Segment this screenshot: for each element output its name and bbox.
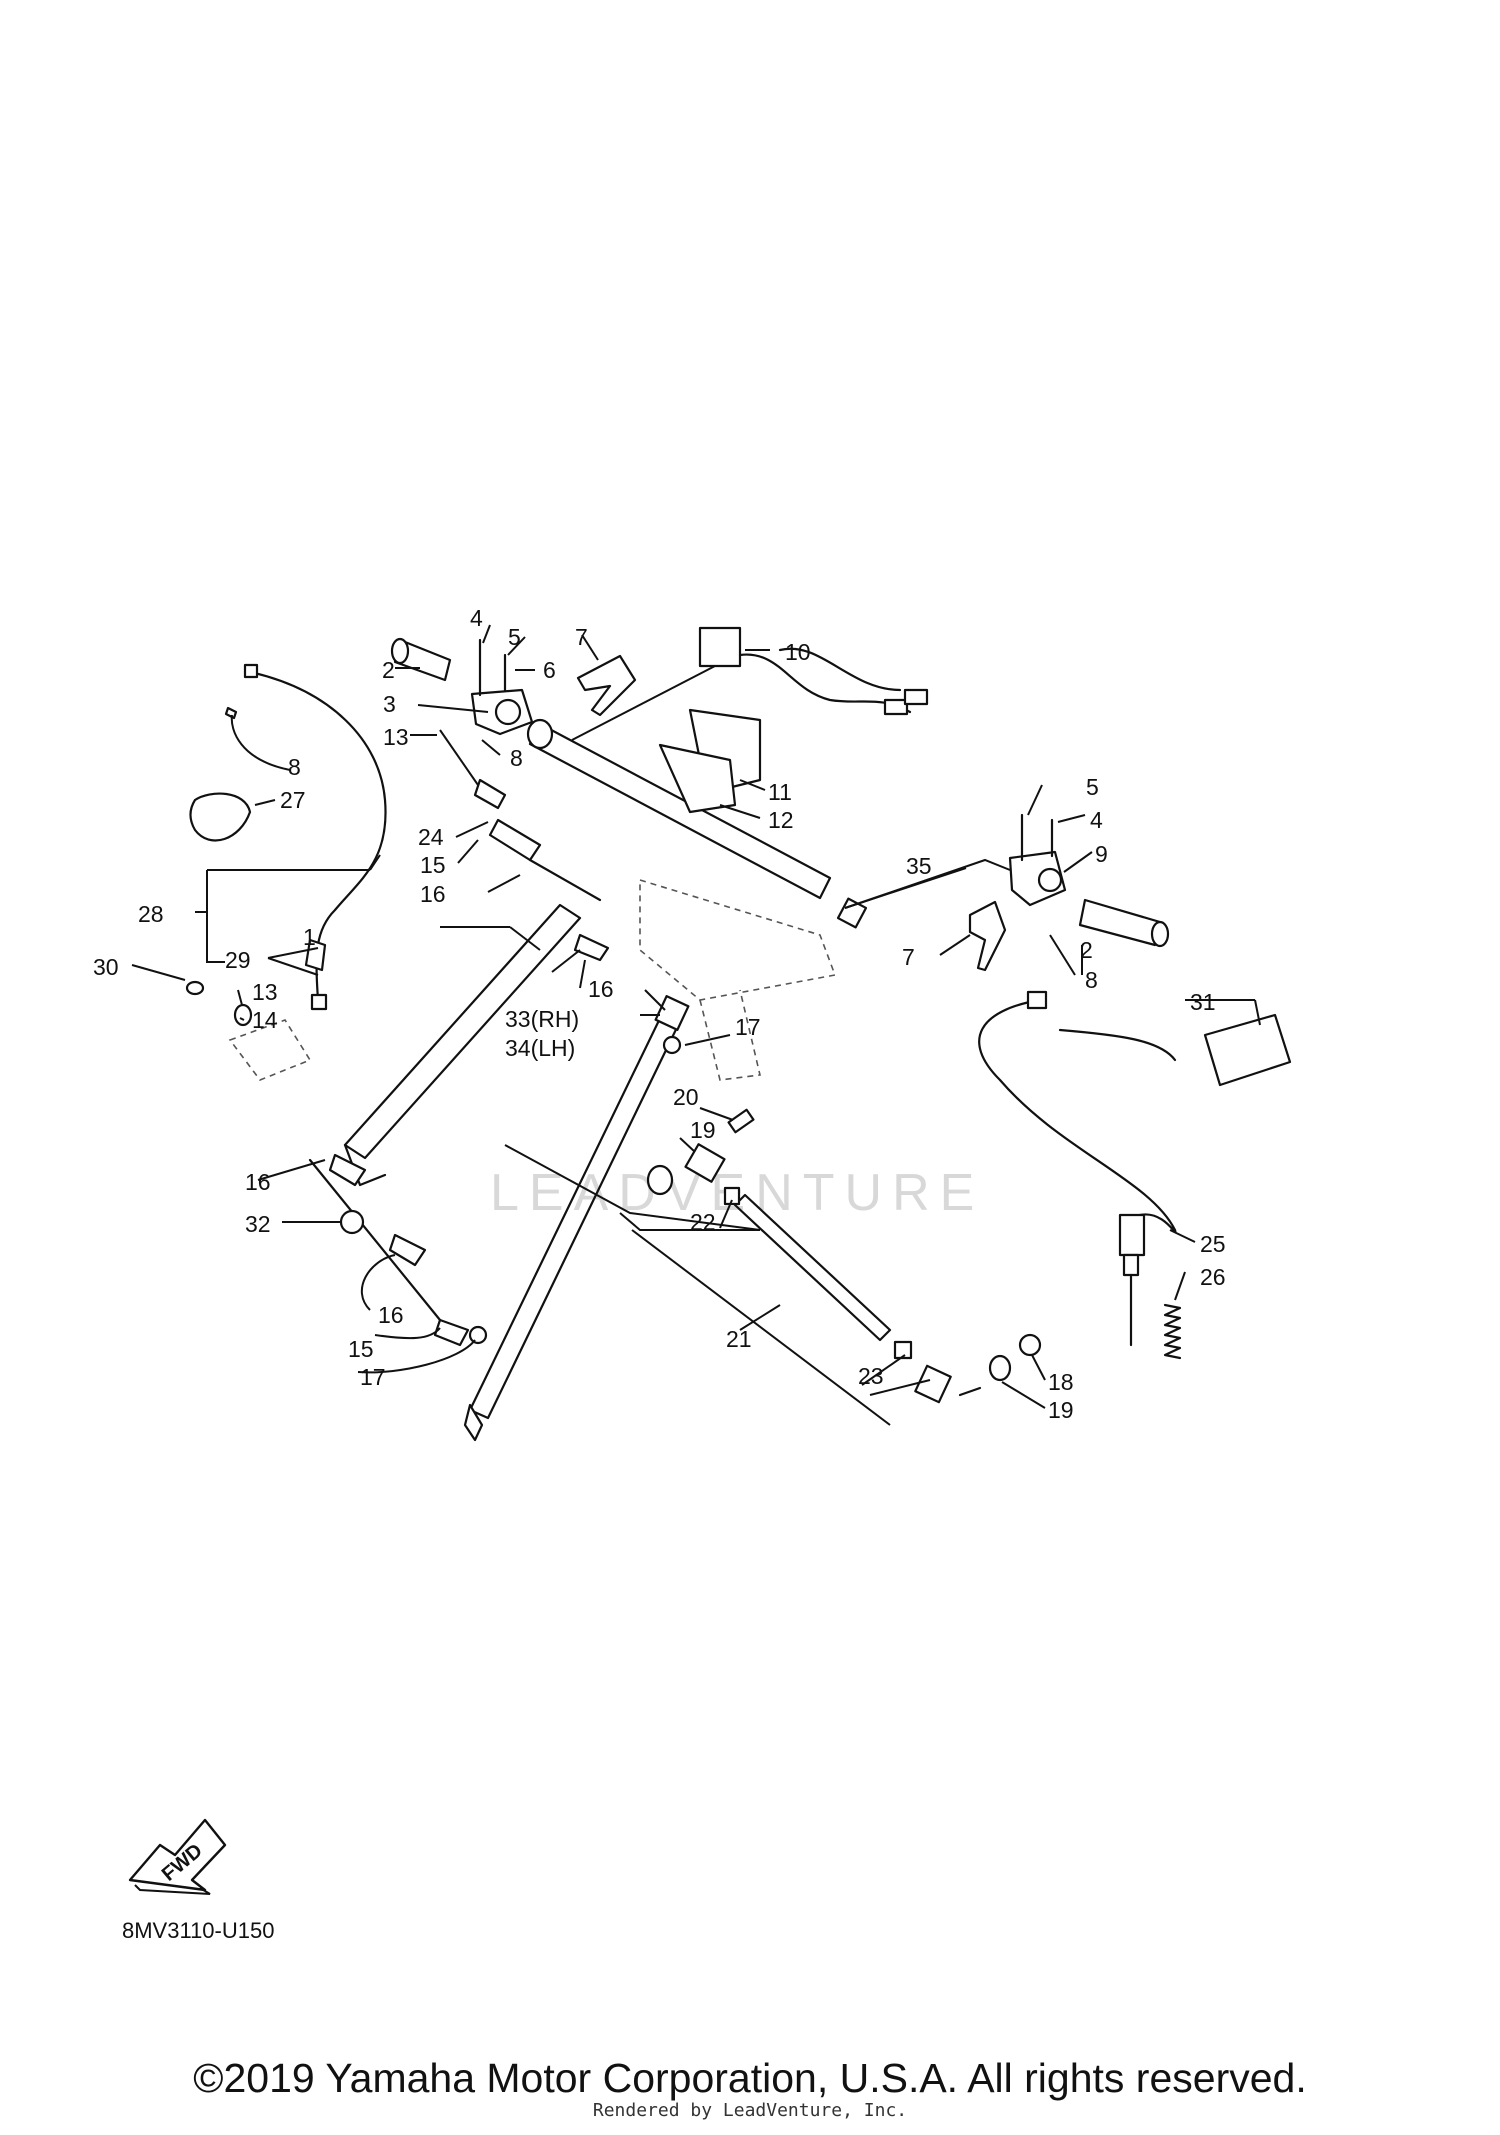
callout-31: 31: [1190, 989, 1216, 1015]
callout-15-bottom: 15: [348, 1336, 374, 1362]
callout-17-bottom: 17: [360, 1364, 386, 1390]
callout-14: 14: [252, 1007, 278, 1033]
callout-1: 1: [303, 924, 316, 950]
callout-8-right: 8: [1085, 967, 1098, 993]
callout-21: 21: [726, 1326, 752, 1352]
callout-8-center: 8: [510, 745, 523, 771]
callout-2-left: 2: [382, 657, 395, 683]
callout-4-left: 4: [470, 605, 483, 631]
callout-5-right: 5: [1086, 774, 1099, 800]
callout-18: 18: [1048, 1369, 1074, 1395]
callout-13-top: 13: [383, 724, 409, 750]
callout-17-center: 17: [735, 1014, 761, 1040]
callout-3: 3: [383, 691, 396, 717]
callout-16-bottom: 16: [378, 1302, 404, 1328]
callout-34-lh: 34(LH): [505, 1035, 575, 1061]
callout-32: 32: [245, 1211, 271, 1237]
callout-28: 28: [138, 901, 164, 927]
callout-19-bottom: 19: [1048, 1397, 1074, 1423]
callout-33-rh: 33(RH): [505, 1006, 579, 1032]
callout-13-left: 13: [252, 979, 278, 1005]
callout-15-top: 15: [420, 852, 446, 878]
callout-23: 23: [858, 1363, 884, 1389]
callout-25: 25: [1200, 1231, 1226, 1257]
fwd-arrow-icon: FWD: [128, 1818, 227, 1895]
diagram-code: 8MV3110-U150: [122, 1918, 275, 1943]
handlebar-assembly-art: [390, 626, 1170, 972]
callout-27: 27: [280, 787, 306, 813]
steering-column-art: [185, 778, 837, 1442]
callout-35: 35: [906, 853, 932, 879]
callout-16-left: 16: [245, 1169, 271, 1195]
callout-2-right: 2: [1080, 937, 1093, 963]
callout-4-right: 4: [1090, 807, 1103, 833]
callout-6: 6: [543, 657, 556, 683]
callout-10: 10: [785, 639, 811, 665]
callout-8-left: 8: [288, 754, 301, 780]
rendered-by-notice: Rendered by LeadVenture, Inc.: [592, 2100, 908, 2121]
callout-19-center: 19: [690, 1117, 716, 1143]
callout-7-right: 7: [902, 944, 915, 970]
callout-26: 26: [1200, 1264, 1226, 1290]
cables-art: [189, 663, 1292, 1360]
callout-20: 20: [673, 1084, 699, 1110]
callout-7-top: 7: [575, 624, 588, 650]
callout-24: 24: [418, 824, 444, 850]
callout-22: 22: [690, 1209, 716, 1235]
callout-29: 29: [225, 947, 251, 973]
callout-11: 11: [768, 779, 792, 805]
leader-lines: [131, 624, 1261, 1426]
callout-labels: 1 2 2 3 4 4 5 5 6 7 7 8 8 8 9 10 11 12 1…: [93, 605, 1226, 1423]
callout-16-top: 16: [420, 881, 446, 907]
callout-16-center: 16: [588, 976, 614, 1002]
tie-rod-art: [646, 1108, 1042, 1404]
callout-5-left: 5: [508, 624, 521, 650]
callout-12: 12: [768, 807, 794, 833]
copyright-notice: ©2019 Yamaha Motor Corporation, U.S.A. A…: [193, 2055, 1307, 2101]
callout-30: 30: [93, 954, 119, 980]
callout-9: 9: [1095, 841, 1108, 867]
